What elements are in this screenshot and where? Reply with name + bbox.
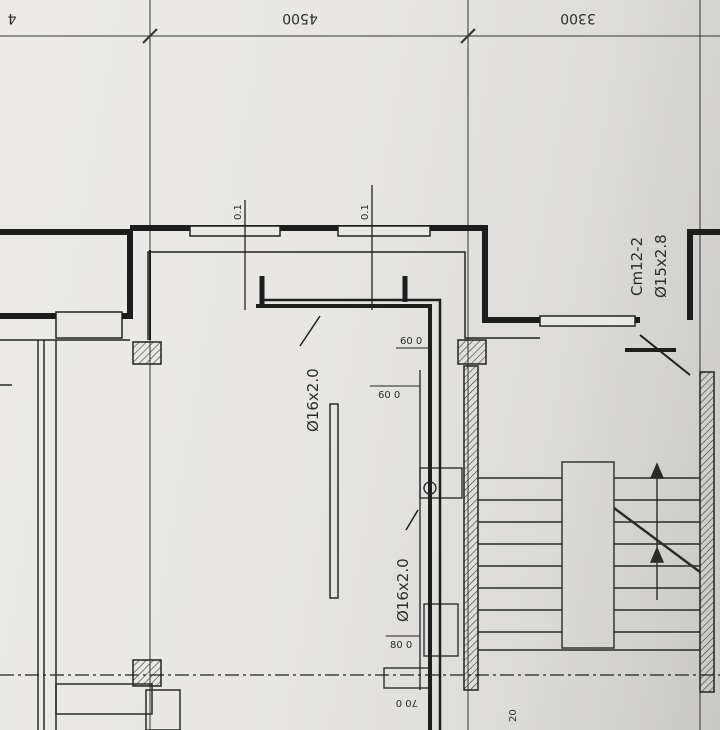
shaft-fixtures xyxy=(0,370,720,690)
pipe-label-right-size: Ø15x2.8 xyxy=(652,234,670,298)
dimension-3300: 3300 xyxy=(560,10,596,26)
pipe-label-right-code: Cm12-2 xyxy=(628,237,646,296)
pipe-label-shaft: Ø16x2.0 xyxy=(394,558,412,622)
inner-face-main xyxy=(147,251,540,340)
mark-70: 70 0 xyxy=(396,697,418,708)
shaft-wall-hatch xyxy=(463,365,479,691)
lower-left-box xyxy=(145,689,181,730)
window-1 xyxy=(189,225,281,237)
dimension-left-fragment: 4 xyxy=(7,10,16,26)
fixture-valve-1 xyxy=(423,481,437,495)
pipe-leader-1 xyxy=(299,315,321,347)
mark-20: 20 xyxy=(508,709,519,722)
window-mark-left: 0.1 xyxy=(233,204,244,220)
windows xyxy=(55,225,636,339)
window-mark-right: 0.1 xyxy=(360,204,371,220)
pipe-drop-right xyxy=(639,334,691,376)
wall-right-segment xyxy=(687,229,720,320)
stair-arrowhead-2 xyxy=(649,546,665,563)
tick-2 xyxy=(460,28,476,44)
mark-60-b: 60 0 xyxy=(378,390,400,401)
fixture-box-2 xyxy=(423,603,459,657)
stair-core xyxy=(561,461,615,649)
lower-left-fixture xyxy=(55,683,153,715)
mark-80: 80 0 xyxy=(390,640,412,651)
column-3 xyxy=(132,659,162,687)
window-2 xyxy=(337,225,431,237)
staircase xyxy=(478,461,701,651)
column-2 xyxy=(457,339,487,365)
room-elements xyxy=(0,340,339,730)
pipe-horizontal xyxy=(256,304,432,730)
radiator-bar xyxy=(329,403,339,599)
right-wall-hatch xyxy=(699,371,715,693)
wall-inner-faces xyxy=(0,251,540,341)
tick-1 xyxy=(142,28,158,44)
pipe-horizontal-return xyxy=(262,298,442,730)
dimension-4500: 4500 xyxy=(282,10,318,26)
pipe-leader-2 xyxy=(405,509,419,531)
window-3 xyxy=(539,315,636,327)
stair-arrowhead-1 xyxy=(649,462,665,479)
mark-60-a: 60 0 xyxy=(400,336,422,347)
column-1 xyxy=(132,341,162,365)
window-marks xyxy=(244,185,373,310)
wall-left-segment xyxy=(0,229,133,319)
columns xyxy=(132,339,715,693)
heating-pipes xyxy=(256,276,691,730)
window-4 xyxy=(55,311,123,339)
fixture-box-3 xyxy=(383,667,431,689)
pipe-label-room: Ø16x2.0 xyxy=(304,368,322,432)
